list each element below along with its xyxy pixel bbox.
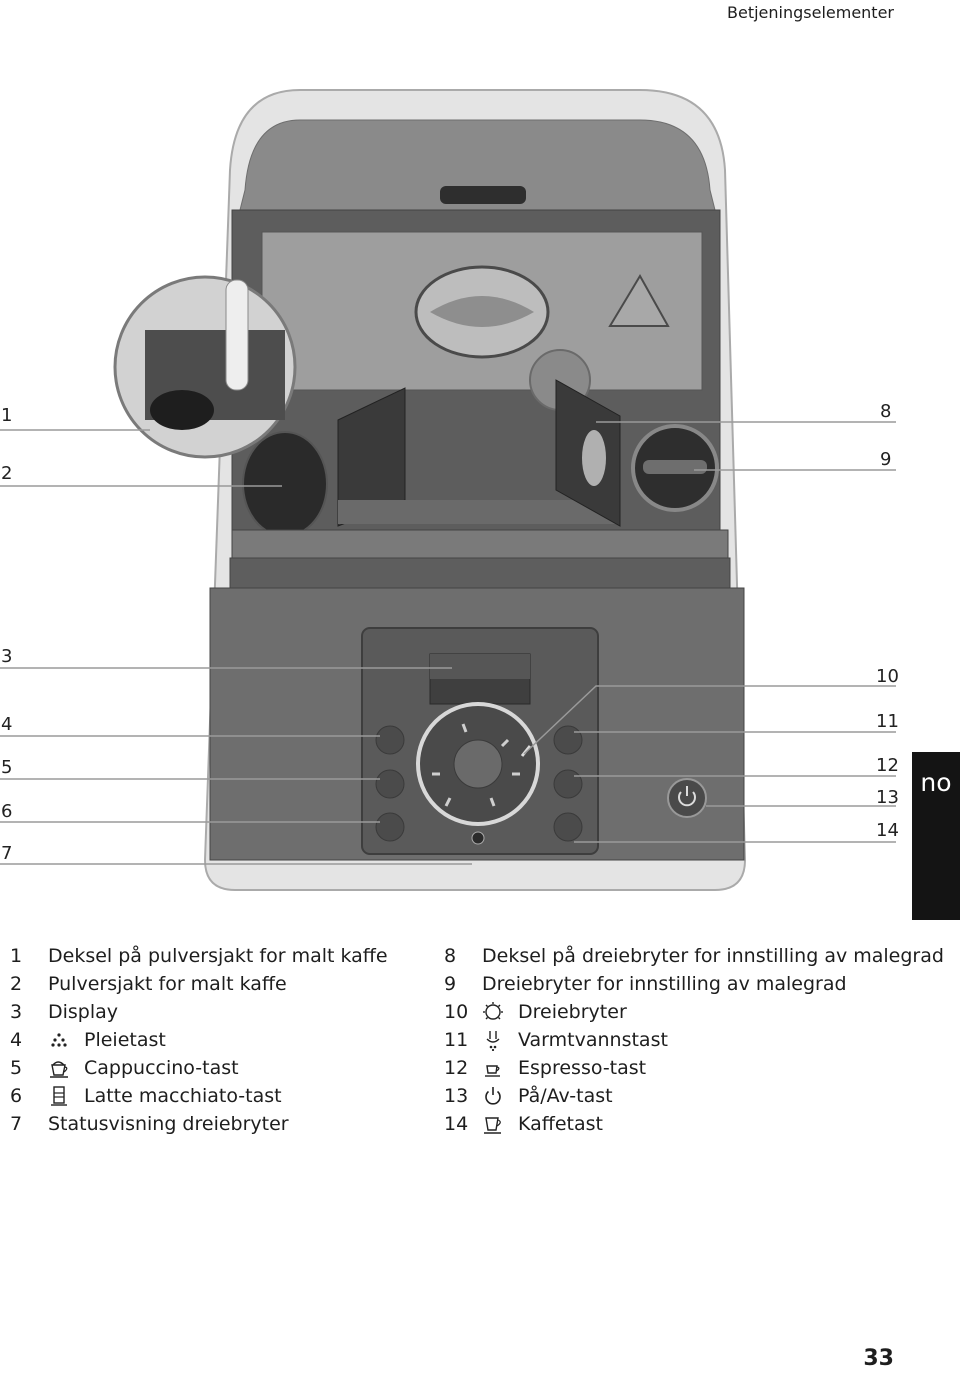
callout-number: 10 (876, 666, 899, 687)
callout-number: 1 (1, 405, 13, 426)
legend-number: 12 (444, 1057, 469, 1079)
legend-label: Dreiebryter (518, 1001, 627, 1023)
rotary-switch-icon (482, 1001, 518, 1023)
power-icon (482, 1085, 518, 1107)
legend-number: 13 (444, 1085, 469, 1107)
legend-item: 12 Espresso-tast (444, 1054, 944, 1082)
legend-number: 4 (10, 1029, 23, 1051)
espresso-icon (482, 1057, 518, 1079)
legend-item: 13 På/Av-tast (444, 1082, 944, 1110)
language-tab: no (912, 752, 960, 920)
callout-number: 9 (880, 449, 892, 470)
page-header-title: Betjeningselementer (727, 3, 894, 22)
legend-label: Display (48, 1001, 119, 1023)
language-tab-label: no (920, 768, 952, 797)
legend-label: Pulversjakt for malt kaffe (48, 973, 287, 995)
legend-item: 9 Dreiebryter for innstilling av malegra… (444, 970, 944, 998)
latte-macchiato-icon (48, 1085, 84, 1107)
callout-number: 8 (880, 401, 892, 422)
legend-item: 2 Pulversjakt for malt kaffe (10, 970, 388, 998)
callout-number: 6 (1, 801, 13, 822)
callout-number: 11 (876, 711, 899, 732)
callout-number: 3 (1, 646, 13, 667)
legend-label: Dreiebryter for innstilling av malegrad (482, 973, 847, 995)
legend-label: Kaffetast (518, 1113, 603, 1135)
legend-number: 2 (10, 973, 23, 995)
legend-left: 1 Deksel på pulversjakt for malt kaffe 2… (10, 942, 388, 1138)
care-icon (48, 1029, 84, 1051)
callout-number: 2 (1, 463, 13, 484)
legend-item: 8 Deksel på dreiebryter for innstilling … (444, 942, 944, 970)
legend-number: 8 (444, 945, 457, 967)
legend-label: Cappuccino-tast (84, 1057, 239, 1079)
page-number: 33 (863, 1346, 894, 1371)
legend-label: Varmtvannstast (518, 1029, 668, 1051)
legend-item: 7 Statusvisning dreiebryter (10, 1110, 388, 1138)
cappuccino-icon (48, 1057, 84, 1079)
legend-item: 14 Kaffetast (444, 1110, 944, 1138)
legend-number: 10 (444, 1001, 469, 1023)
callout-number: 14 (876, 820, 899, 841)
legend-item: 4 Pleietast (10, 1026, 388, 1054)
legend-label: Deksel på pulversjakt for malt kaffe (48, 945, 388, 967)
legend-label: Espresso-tast (518, 1057, 647, 1079)
legend-item: 11 Varmtvannstast (444, 1026, 944, 1054)
legend-number: 9 (444, 973, 457, 995)
legend-right: 8 Deksel på dreiebryter for innstilling … (444, 942, 944, 1138)
legend-item: 10 Dreiebryter (444, 998, 944, 1026)
hot-water-icon (482, 1029, 518, 1051)
coffee-icon (482, 1113, 518, 1135)
legend-label: På/Av-tast (518, 1085, 613, 1107)
legend-number: 14 (444, 1113, 469, 1135)
legend-number: 7 (10, 1113, 23, 1135)
legend-item: 3 Display (10, 998, 388, 1026)
callout-number: 13 (876, 787, 899, 808)
legend-item: 6 Latte macchiato-tast (10, 1082, 388, 1110)
legend-item: 1 Deksel på pulversjakt for malt kaffe (10, 942, 388, 970)
callout-number: 5 (1, 757, 13, 778)
legend-item: 5 Cappuccino-tast (10, 1054, 388, 1082)
legend-number: 5 (10, 1057, 23, 1079)
legend-label: Latte macchiato-tast (84, 1085, 282, 1107)
legend-label: Deksel på dreiebryter for innstilling av… (482, 945, 944, 967)
callout-number: 4 (1, 714, 13, 735)
callout-number: 12 (876, 755, 899, 776)
legend-number: 11 (444, 1029, 469, 1051)
legend-label: Statusvisning dreiebryter (48, 1113, 289, 1135)
legend-number: 6 (10, 1085, 23, 1107)
legend-number: 1 (10, 945, 23, 967)
machine-illustration (0, 89, 896, 891)
legend-label: Pleietast (84, 1029, 166, 1051)
legend-number: 3 (10, 1001, 23, 1023)
callout-number: 7 (1, 843, 13, 864)
